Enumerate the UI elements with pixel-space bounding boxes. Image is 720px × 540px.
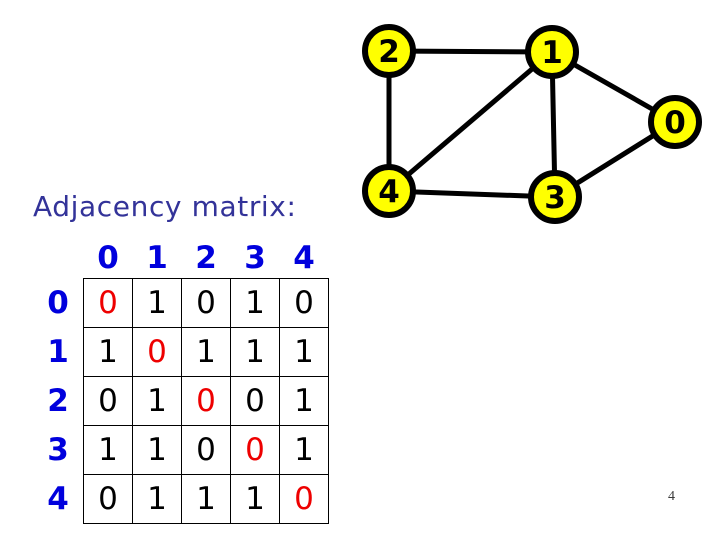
- page-number: 4: [668, 489, 675, 504]
- matrix-cell-0-1: 1: [132, 278, 182, 328]
- graph-node-circle-4: [362, 164, 416, 218]
- matrix-cell-3-4: 1: [279, 425, 329, 475]
- matrix-col-header-2: 2: [195, 240, 217, 276]
- matrix-cell-3-1: 1: [132, 425, 182, 475]
- graph-node-circle-0: [648, 95, 702, 149]
- graph-node-layer: 2 1 0 4 3: [362, 24, 702, 224]
- matrix-cell-2-3: 0: [230, 376, 280, 426]
- matrix-cell-0-2: 0: [181, 278, 231, 328]
- matrix-cell-0-0: 0: [83, 278, 133, 328]
- matrix-cell-2-2: 0: [181, 376, 231, 426]
- matrix-col-header-3: 3: [244, 240, 266, 276]
- matrix-row-header-1: 1: [47, 334, 69, 370]
- graph-node-circle-3: [528, 170, 582, 224]
- graph-node-4[interactable]: 4: [362, 164, 416, 218]
- matrix-row-header-4: 4: [47, 481, 69, 517]
- graph-node-0[interactable]: 0: [648, 95, 702, 149]
- graph-edge-1-4: [386, 49, 555, 194]
- matrix-cell-1-0: 1: [83, 327, 133, 377]
- graph-edge-4-3: [386, 188, 558, 200]
- graph-node-circle-1: [525, 25, 579, 79]
- graph-diagram: 2 1 0 4 3: [340, 10, 710, 240]
- matrix-col-header-0: 0: [97, 240, 119, 276]
- matrix-cell-1-1: 0: [132, 327, 182, 377]
- graph-svg: 2 1 0 4 3: [362, 24, 702, 224]
- graph-node-2[interactable]: 2: [362, 24, 416, 78]
- graph-node-1[interactable]: 1: [525, 25, 579, 79]
- matrix-cell-2-1: 1: [132, 376, 182, 426]
- matrix-cell-2-0: 0: [83, 376, 133, 426]
- graph-node-label-3: 3: [544, 180, 566, 216]
- graph-node-label-0: 0: [664, 105, 686, 141]
- graph-node-label-4: 4: [378, 174, 400, 210]
- matrix-cell-4-2: 1: [181, 474, 231, 524]
- matrix-cell-0-3: 1: [230, 278, 280, 328]
- matrix-cell-4-4: 0: [279, 474, 329, 524]
- matrix-row-header-2: 2: [47, 383, 69, 419]
- matrix-cell-1-4: 1: [279, 327, 329, 377]
- matrix-row-header-0: 0: [47, 285, 69, 321]
- matrix-col-header-1: 1: [146, 240, 168, 276]
- matrix-cell-4-1: 1: [132, 474, 182, 524]
- graph-node-label-2: 2: [378, 34, 400, 70]
- matrix-cell-4-3: 1: [230, 474, 280, 524]
- graph-node-circle-2: [362, 24, 416, 78]
- matrix-cell-1-2: 1: [181, 327, 231, 377]
- adjacency-matrix-caption: Adjacency matrix:: [33, 190, 297, 223]
- matrix-cell-3-0: 1: [83, 425, 133, 475]
- graph-edge-layer: [386, 48, 678, 200]
- graph-node-3[interactable]: 3: [528, 170, 582, 224]
- matrix-cell-3-3: 0: [230, 425, 280, 475]
- matrix-row-header-3: 3: [47, 432, 69, 468]
- matrix-corner-cell: [33, 238, 84, 279]
- matrix-col-header-4: 4: [293, 240, 315, 276]
- matrix-cell-0-4: 0: [279, 278, 329, 328]
- matrix-cell-3-2: 0: [181, 425, 231, 475]
- matrix-cell-1-3: 1: [230, 327, 280, 377]
- matrix-cell-2-4: 1: [279, 376, 329, 426]
- graph-node-label-1: 1: [541, 35, 563, 71]
- graph-edge-2-1: [386, 48, 555, 55]
- matrix-cell-4-0: 0: [83, 474, 133, 524]
